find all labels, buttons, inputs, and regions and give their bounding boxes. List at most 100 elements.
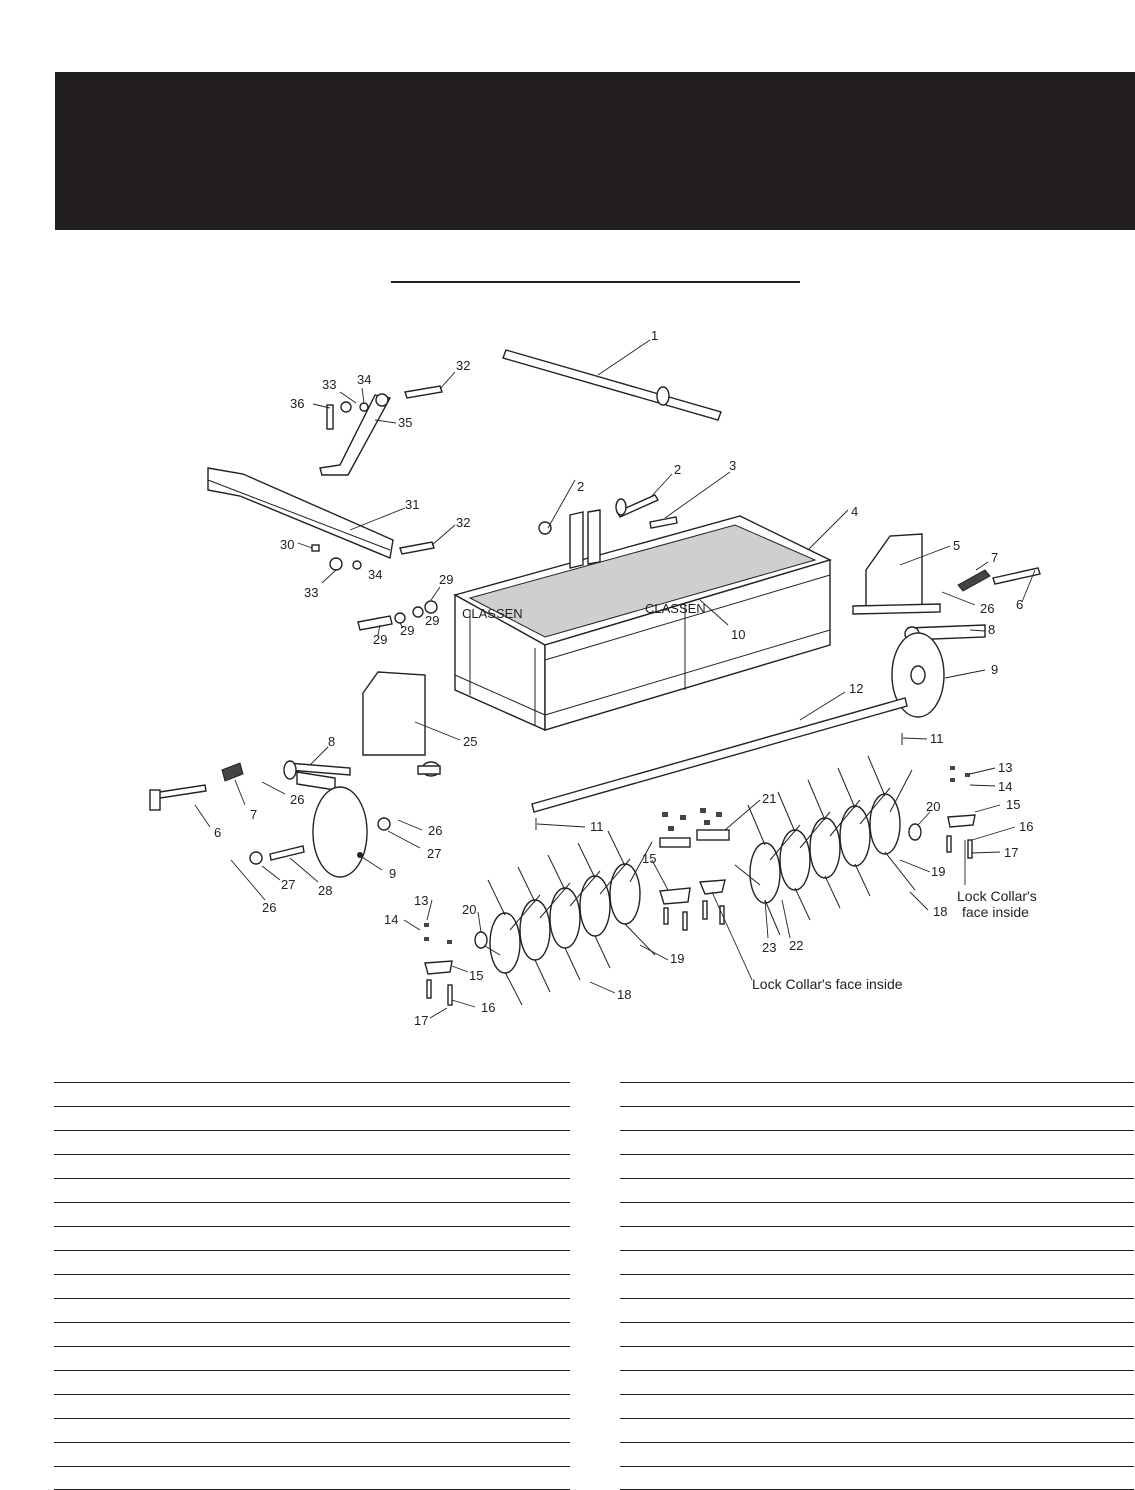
callout-4: 4 — [851, 504, 858, 519]
callout-29: 29 — [439, 572, 453, 587]
table-row — [54, 1082, 570, 1106]
callout-28: 28 — [318, 883, 332, 898]
callout-26: 26 — [428, 823, 442, 838]
part-shaft — [502, 339, 722, 421]
table-row — [620, 1298, 1134, 1322]
table-row — [54, 1418, 570, 1442]
callout-14: 14 — [384, 912, 398, 927]
callout-33: 33 — [322, 377, 336, 392]
brand-text-left: CLASSEN — [462, 606, 523, 621]
part-pins-29 — [357, 586, 441, 636]
table-row — [54, 1322, 570, 1346]
callout-15: 15 — [469, 968, 483, 983]
callout-19: 19 — [670, 951, 684, 966]
part-left-tine-gang — [403, 830, 669, 1019]
callout-7: 7 — [991, 550, 998, 565]
callout-32: 32 — [456, 358, 470, 373]
fasteners-21 — [662, 808, 722, 831]
brand-text-right: CLASSEN — [645, 601, 706, 616]
callout-6: 6 — [1016, 597, 1023, 612]
callout-29: 29 — [400, 623, 414, 638]
callout-10: 10 — [731, 627, 745, 642]
part-left-wheel — [149, 746, 423, 901]
table-row — [620, 1442, 1134, 1466]
table-row — [620, 1418, 1134, 1442]
callout-14: 14 — [998, 779, 1012, 794]
table-row — [620, 1106, 1134, 1130]
part-right-tine-gang — [651, 755, 1016, 981]
callout-29: 29 — [425, 613, 439, 628]
table-row — [54, 1298, 570, 1322]
callout-15: 15 — [1006, 797, 1020, 812]
table-row — [54, 1466, 570, 1490]
callout-13: 13 — [998, 760, 1012, 775]
table-row — [620, 1370, 1134, 1394]
table-row — [54, 1274, 570, 1298]
callout-18: 18 — [933, 904, 947, 919]
table-row — [54, 1442, 570, 1466]
part-right-wheel — [891, 624, 986, 718]
callout-7: 7 — [250, 807, 257, 822]
callout-19: 19 — [931, 864, 945, 879]
callout-31: 31 — [405, 497, 419, 512]
callout-27: 27 — [427, 846, 441, 861]
callout-16: 16 — [481, 1000, 495, 1015]
table-row — [54, 1154, 570, 1178]
callout-34: 34 — [368, 567, 382, 582]
callout-32: 32 — [456, 515, 470, 530]
callout-34: 34 — [357, 372, 371, 387]
table-row — [620, 1202, 1134, 1226]
table-row — [54, 1346, 570, 1370]
callout-18: 18 — [617, 987, 631, 1002]
callout-6: 6 — [214, 825, 221, 840]
callout-30: 30 — [280, 537, 294, 552]
table-row — [54, 1394, 570, 1418]
table-row — [620, 1178, 1134, 1202]
callout-27: 27 — [281, 877, 295, 892]
callout-26: 26 — [290, 792, 304, 807]
callout-33: 33 — [304, 585, 318, 600]
table-row — [620, 1082, 1134, 1106]
callout-9: 9 — [991, 662, 998, 677]
callout-21: 21 — [762, 791, 776, 806]
callout-8: 8 — [328, 734, 335, 749]
callout-2: 2 — [577, 479, 584, 494]
callout-11: 11 — [930, 731, 944, 746]
callout-3: 3 — [729, 458, 736, 473]
table-row — [54, 1250, 570, 1274]
table-row — [54, 1370, 570, 1394]
table-row — [620, 1274, 1134, 1298]
callout-1: 1 — [651, 328, 658, 343]
exploded-parts-diagram: CLASSEN CLASSEN — [149, 328, 1041, 1028]
table-row — [620, 1466, 1134, 1490]
table-row — [620, 1154, 1134, 1178]
table-row — [620, 1130, 1134, 1154]
callout-11: 11 — [590, 819, 604, 834]
callout-9: 9 — [389, 866, 396, 881]
callout-17: 17 — [1004, 845, 1018, 860]
table-row — [620, 1346, 1134, 1370]
callout-16: 16 — [1019, 819, 1033, 834]
part-hitch-tower — [538, 471, 731, 569]
table-row — [620, 1250, 1134, 1274]
part-left-side-plate — [362, 671, 461, 777]
callout-13: 13 — [414, 893, 428, 908]
table-row — [54, 1226, 570, 1250]
table-row — [620, 1394, 1134, 1418]
header-banner — [55, 72, 1135, 230]
part-hitch-arm — [207, 467, 456, 584]
note-lock-collar-right-1: Lock Collar's — [957, 888, 1037, 904]
callout-26: 26 — [980, 601, 994, 616]
callout-20: 20 — [926, 799, 940, 814]
callout-15: 15 — [642, 851, 656, 866]
parts-list-left — [54, 1082, 570, 1490]
part-main-frame: CLASSEN CLASSEN — [453, 509, 849, 732]
callout-23: 23 — [762, 940, 776, 955]
callout-17: 17 — [414, 1013, 428, 1028]
callout-25: 25 — [463, 734, 477, 749]
callout-12: 12 — [849, 681, 863, 696]
table-row — [54, 1106, 570, 1130]
part-brace-bracket — [312, 371, 456, 476]
part-axle-rod — [531, 691, 908, 813]
table-row — [54, 1130, 570, 1154]
